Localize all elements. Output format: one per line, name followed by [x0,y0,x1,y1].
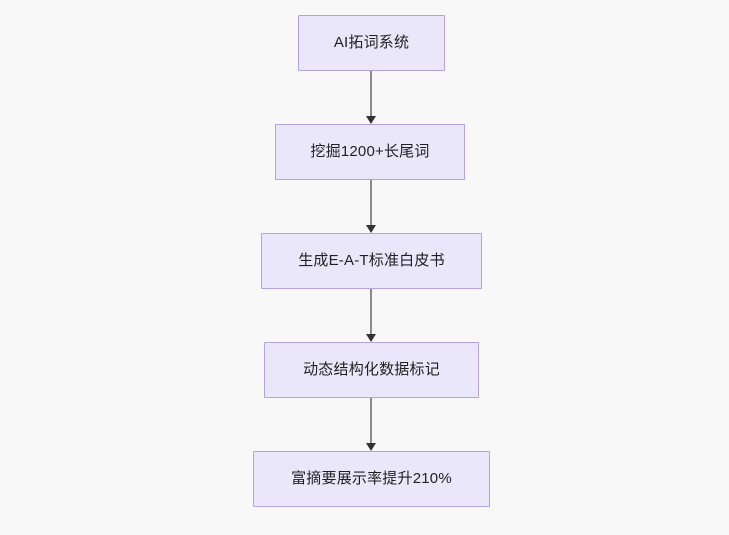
flowchart-node-3[interactable]: 生成E-A-T标准白皮书 [261,233,482,289]
flowchart-node-2[interactable]: 挖掘1200+长尾词 [275,124,465,180]
flowchart-node-5-label: 富摘要展示率提升210% [291,470,452,487]
edge-line [370,289,372,334]
arrow-down-icon [366,116,376,124]
flowchart-node-1-label: AI拓词系统 [333,34,410,51]
flowchart-node-4-label: 动态结构化数据标记 [303,361,440,378]
arrow-down-icon [366,334,376,342]
edge-line [370,71,372,116]
edge-line [370,180,372,225]
arrow-down-icon [366,225,376,233]
flowchart-node-4[interactable]: 动态结构化数据标记 [264,342,479,398]
flowchart-node-3-label: 生成E-A-T标准白皮书 [298,252,445,269]
flowchart-node-2-label: 挖掘1200+长尾词 [310,143,430,160]
flowchart-node-5[interactable]: 富摘要展示率提升210% [253,451,490,507]
arrow-down-icon [366,443,376,451]
edge-line [370,398,372,443]
flowchart-node-1[interactable]: AI拓词系统 [298,15,445,71]
